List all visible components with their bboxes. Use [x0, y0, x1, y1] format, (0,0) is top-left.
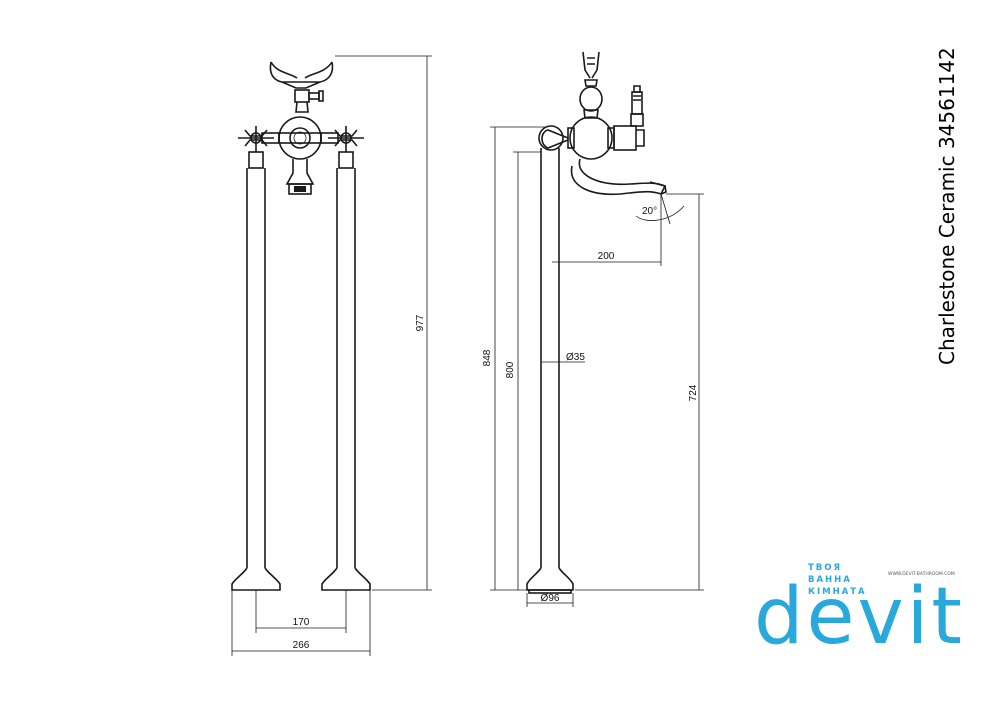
dimension-724: 724 — [575, 193, 704, 591]
brand-logo: devit — [754, 572, 965, 662]
left-cross-handle — [238, 126, 280, 152]
dim-35-label: Ø35 — [566, 352, 585, 363]
dimension-977: 977 — [335, 55, 432, 591]
side-view: 848 800 200 Ø35 724 20° — [482, 51, 704, 607]
side-mixer-body — [569, 116, 613, 160]
dim-800-label: 800 — [505, 361, 516, 378]
side-shower-hook — [582, 51, 600, 79]
spout-outlet — [285, 159, 315, 185]
dim-848-label: 848 — [482, 349, 493, 366]
ceramic-lever — [613, 85, 645, 151]
dimension-angle: 20° — [635, 193, 685, 225]
dim-200-label: 200 — [598, 251, 615, 262]
tagline-line-1: ТВОЯ — [808, 563, 843, 573]
dim-96-label: Ø96 — [541, 593, 560, 604]
shower-hook — [269, 61, 334, 89]
mixer-body — [278, 116, 322, 160]
tagline-line-3: КІМНАТА — [808, 587, 867, 597]
dim-724-label: 724 — [688, 384, 699, 401]
right-pipe — [321, 151, 371, 591]
dimension-base-diameter: Ø96 — [526, 593, 574, 607]
dimension-800: 800 — [505, 151, 541, 590]
side-spout — [570, 158, 667, 196]
left-pipe — [231, 151, 281, 591]
brand-url: WWW.DEVIT-BATHROOM.COM — [888, 572, 955, 577]
dim-977-label: 977 — [415, 314, 426, 331]
front-view: 977 170 266 — [231, 55, 432, 656]
dimension-pipe-diameter: Ø35 — [541, 352, 585, 363]
right-cross-handle — [320, 126, 364, 152]
product-title: Charlestone Ceramic 34561142 — [935, 47, 959, 365]
dim-170-label: 170 — [293, 617, 310, 628]
diverter-knob — [308, 92, 320, 100]
dim-266-label: 266 — [293, 640, 310, 651]
side-base — [528, 589, 572, 594]
dimension-848: 848 — [482, 126, 548, 591]
dim-angle-label: 20° — [642, 206, 657, 217]
tagline-line-2: ВАННА — [808, 575, 852, 585]
dimension-170: 170 — [255, 590, 347, 633]
dimension-200: 200 — [552, 194, 662, 266]
diverter-stem — [294, 89, 310, 103]
side-pipe — [540, 148, 560, 568]
brand-tagline: ТВОЯ ВАННА КІМНАТА — [808, 562, 867, 598]
dimension-266: 266 — [231, 590, 371, 656]
